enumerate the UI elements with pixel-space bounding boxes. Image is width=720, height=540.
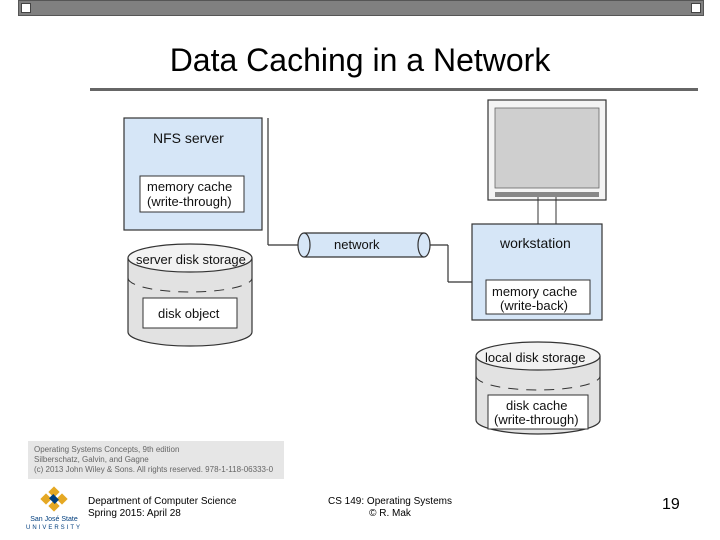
top-bar-right-square (691, 3, 701, 13)
local-disk-storage: local disk storage disk cache (write-thr… (475, 341, 601, 435)
logo-emblem-icon (40, 486, 68, 512)
network-label: network (334, 237, 380, 252)
server-disk-storage-label: server disk storage (136, 252, 246, 267)
connection-lines (267, 118, 472, 283)
disk-object-label: disk object (158, 306, 220, 321)
top-bar (18, 0, 704, 16)
workstation-memory-cache-box (485, 279, 591, 315)
footer-course-line: CS 149: Operating Systems (328, 496, 452, 507)
logo-name: San José State (30, 516, 78, 523)
slide-title: Data Caching in a Network (169, 42, 551, 78)
disk-cache-box (487, 394, 589, 430)
network-pipe: network (297, 232, 431, 258)
monitor-control-strip (495, 192, 599, 197)
disk-cache-label: disk cache (506, 398, 567, 413)
credit-line-2: Silberschatz, Galvin, and Gagne (34, 455, 149, 464)
page-number: 19 (662, 496, 680, 513)
workstation-label: workstation (499, 235, 571, 251)
network-pipe-right-end (417, 232, 431, 258)
footer-course: CS 149: Operating Systems © R. Mak (300, 496, 480, 520)
footer-dept-line: Department of Computer Science (88, 496, 237, 507)
network-pipe-left-end (297, 232, 311, 258)
disk-cache-mode: (write-through) (494, 412, 579, 427)
server-disk-storage: server disk storage disk object (127, 243, 253, 347)
server-memory-cache-mode: (write-through) (147, 194, 232, 209)
title-underline (90, 88, 698, 91)
server-disk-dashed-ring (127, 277, 253, 293)
workstation-memory-cache-label: memory cache (492, 284, 577, 299)
monitor-screen (494, 107, 600, 189)
nfs-server-label: NFS server (153, 130, 224, 146)
footer-date-line: Spring 2015: April 28 (88, 508, 181, 519)
footer-department: Department of Computer Science Spring 20… (88, 496, 236, 520)
credit-line-1: Operating Systems Concepts, 9th edition (34, 445, 180, 454)
university-logo: San José State UNIVERSITY (26, 486, 82, 532)
logo-wordmark: San José State UNIVERSITY (26, 516, 82, 532)
logo-subtitle: UNIVERSITY (26, 525, 83, 531)
network-pipe-body (304, 233, 424, 257)
footer-author-line: © R. Mak (369, 508, 411, 519)
server-memory-cache-label: memory cache (147, 179, 232, 194)
workstation-monitor (487, 99, 607, 224)
local-disk-top (475, 341, 601, 371)
local-disk-dashed-ring (475, 375, 601, 391)
top-bar-left-square (21, 3, 31, 13)
workstation-memory-cache-mode: (write-back) (500, 298, 568, 313)
server-memory-cache-box (139, 175, 245, 213)
credit-line-3: (c) 2013 John Wiley & Sons. All rights r… (34, 465, 274, 474)
workstation: workstation memory cache (write-back) (471, 223, 603, 321)
textbook-credit: Operating Systems Concepts, 9th edition … (28, 441, 284, 479)
disk-object-box (142, 297, 238, 329)
server-disk-top (127, 243, 253, 273)
local-disk-storage-label: local disk storage (485, 350, 585, 365)
nfs-server: NFS server memory cache (write-through) (123, 117, 263, 231)
